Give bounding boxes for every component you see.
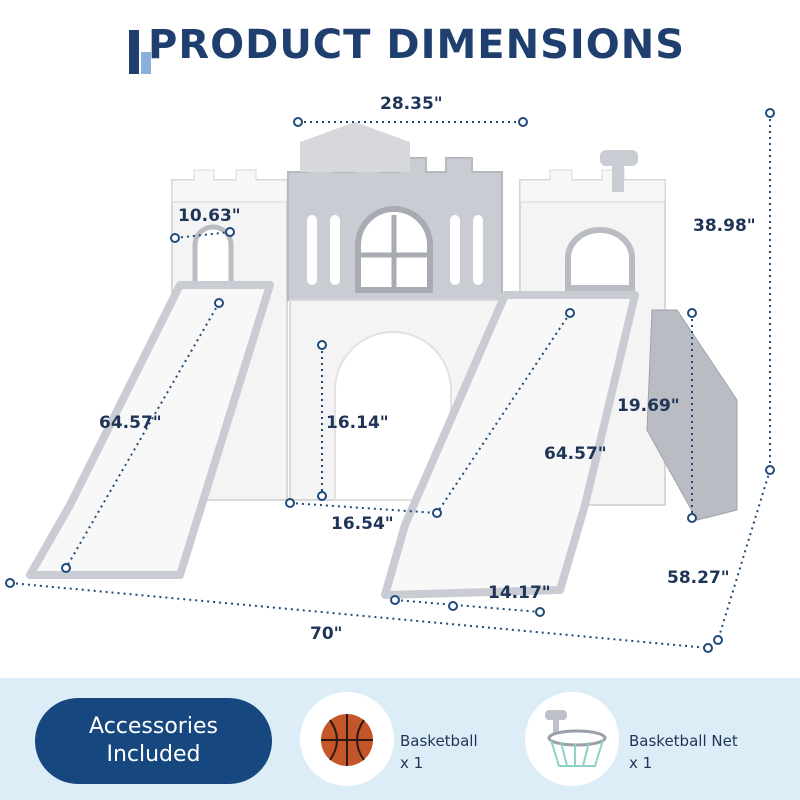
dim-line-arch-width xyxy=(289,502,438,514)
accessory-basketball-net-name: Basketball Net xyxy=(629,732,738,750)
basketball-net-icon xyxy=(545,710,607,767)
accessories-heading-line1: Accessories xyxy=(89,714,218,739)
center-slot xyxy=(330,215,340,285)
dim-line-slide-width xyxy=(394,599,541,613)
accessory-basketball-net-qty: x 1 xyxy=(629,754,653,772)
dim-label-top-width: 28.35" xyxy=(380,94,443,114)
accessory-basketball-qty: x 1 xyxy=(400,754,424,772)
dim-label-slide-left: 64.57" xyxy=(99,413,162,433)
dim-label-slide-width: 14.17" xyxy=(488,583,551,603)
left-tower-battlement xyxy=(171,169,288,203)
right-window xyxy=(565,227,635,291)
dim-line-slide-right xyxy=(436,312,571,514)
dimension-lines xyxy=(9,113,771,649)
dimension-endpoints xyxy=(5,108,775,653)
dim-line-length xyxy=(9,582,709,649)
center-slot xyxy=(307,215,317,285)
center-slot xyxy=(450,215,460,285)
left-window xyxy=(192,224,234,288)
accessories-heading-line2: Included xyxy=(106,742,201,767)
right-slide xyxy=(381,291,639,599)
accessory-basketball-name: Basketball xyxy=(400,732,478,750)
dim-label-length: 70" xyxy=(310,624,343,644)
dim-label-arch-width: 16.54" xyxy=(331,514,394,534)
dim-label-total-height: 38.98" xyxy=(693,216,756,236)
accessories-badge: Accessories Included xyxy=(35,698,272,784)
accessory-basketball-net: Basketball Net x 1 xyxy=(629,730,738,774)
dim-label-tower-width: 10.63" xyxy=(178,206,241,226)
dim-label-climb-height: 19.69" xyxy=(617,396,680,416)
right-tower-battlement xyxy=(519,169,666,203)
dim-label-arch-height: 16.14" xyxy=(326,413,389,433)
left-slide xyxy=(26,281,274,579)
basketball-icon xyxy=(321,714,373,766)
page-title: PRODUCT DIMENSIONS xyxy=(148,22,686,68)
center-slot xyxy=(473,215,483,285)
center-roof xyxy=(300,122,410,172)
title-accent-bar xyxy=(129,30,139,74)
dim-label-slide-right: 64.57" xyxy=(544,444,607,464)
title-accent-bar-light xyxy=(141,52,151,74)
accessory-basketball: Basketball x 1 xyxy=(400,730,478,774)
hoop-mount xyxy=(600,150,638,166)
dim-label-depth: 58.27" xyxy=(667,568,730,588)
arch-tunnel xyxy=(334,331,452,501)
basketball-image-frame xyxy=(300,692,394,786)
product-illustration xyxy=(5,108,775,653)
basketball-net-image-frame xyxy=(525,692,619,786)
